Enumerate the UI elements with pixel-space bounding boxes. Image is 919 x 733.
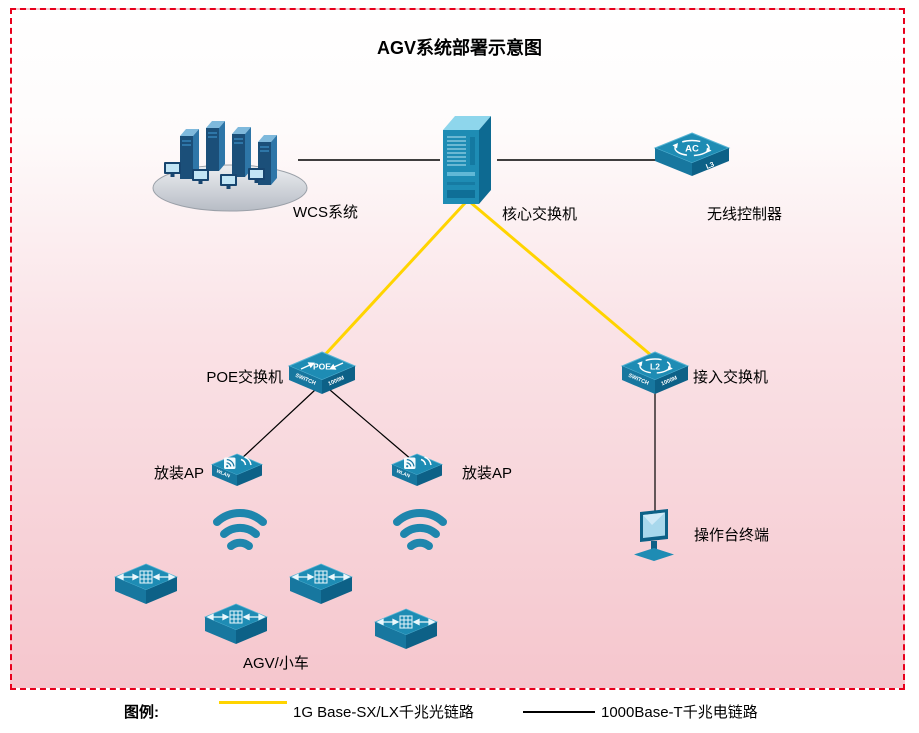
circular-arrows-icon	[674, 139, 710, 157]
legend-title: 图例:	[124, 704, 159, 721]
core-switch-label: 核心交换机	[502, 206, 578, 223]
poe-switch-label: POE交换机	[206, 369, 283, 386]
legend-fiber-line	[219, 701, 287, 704]
wifi-signal-icon	[213, 509, 267, 550]
agv-label: AGV/小车	[243, 655, 309, 672]
poe-switch-icon: POE SWITCH 1000M	[287, 351, 357, 394]
ap-right-label: 放装AP	[462, 465, 513, 482]
circular-arrows-icon	[639, 358, 671, 374]
wireless-controller-label: 无线控制器	[707, 206, 783, 223]
wcs-servers-icon	[152, 121, 308, 212]
agv-cart-icon	[373, 608, 439, 649]
server-tower-icon	[180, 121, 277, 185]
terminal-label: 操作台终端	[694, 527, 770, 544]
legend-copper-label: 1000Base-T千兆电链路	[601, 704, 758, 721]
legend: 图例: 1G Base-SX/LX千兆光链路 1000Base-T千兆电链路	[0, 701, 919, 727]
access-switch-label: 接入交换机	[693, 369, 769, 386]
ap-right-icon: WLAN	[390, 453, 444, 486]
agv-cart-icon	[203, 603, 269, 644]
switch-arrows-icon	[300, 362, 344, 370]
workstation-monitor-icon	[164, 162, 265, 189]
poe-badge: POE	[313, 362, 331, 372]
ap-left-label: 放装AP	[153, 465, 204, 482]
ac-badge: AC	[685, 144, 699, 155]
legend-fiber-label: 1G Base-SX/LX千兆光链路	[293, 704, 474, 721]
diagram-title: AGV系统部署示意图	[376, 38, 542, 58]
l3-badge: L3	[705, 161, 715, 171]
agv-cart-icon	[288, 563, 354, 604]
agv-cart-icon	[113, 563, 179, 604]
wlan-badge: WLAN	[215, 468, 231, 479]
wifi-signal-icon	[393, 509, 447, 550]
wcs-label: WCS系统	[293, 204, 358, 221]
access-switch-icon: L2 SWITCH 1000M	[620, 351, 690, 394]
core-switch-icon	[443, 116, 491, 204]
l2-badge: L2	[650, 362, 660, 372]
legend-copper-line	[523, 711, 595, 713]
ap-left-icon: WLAN	[210, 453, 264, 486]
wireless-controller-icon: AC L3	[653, 132, 731, 176]
terminal-icon	[634, 509, 674, 561]
wlan-badge: WLAN	[395, 468, 411, 479]
